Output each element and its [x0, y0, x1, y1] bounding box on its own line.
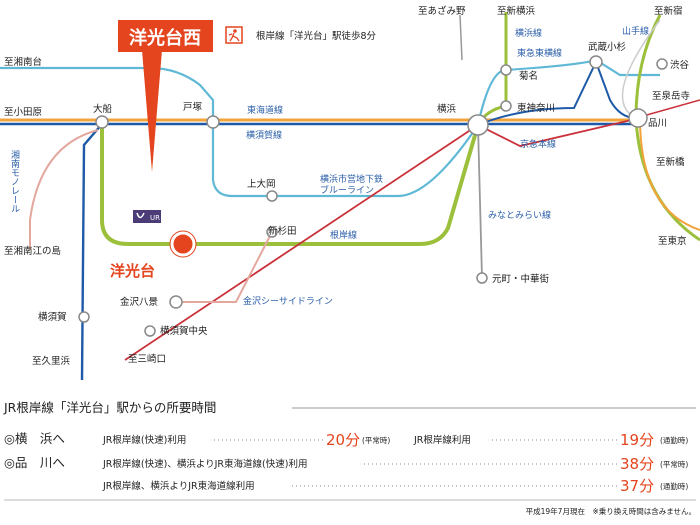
travel-min-1b: 19分: [620, 431, 654, 449]
svg-text:(通勤時): (通勤時): [660, 435, 688, 445]
station-musashi-kosugi: 武蔵小杉: [588, 41, 627, 53]
station-yokosuka: 横須賀: [38, 311, 67, 323]
svg-text:(通勤時): (通勤時): [660, 481, 688, 491]
travel-min-3: 37分: [620, 477, 654, 495]
travel-min-2: 38分: [620, 455, 654, 473]
travel-desc-1: JR根岸線(快速)利用: [102, 434, 186, 446]
line-blueline: [211, 124, 479, 198]
line-label-monorail: 湘南モノレール: [9, 149, 20, 213]
station-ofuna: 大船: [93, 103, 113, 115]
station-motomachi: 元町・中華街: [492, 273, 550, 285]
station-kikuna: 菊名: [519, 70, 538, 82]
title-station: 洋光台西: [129, 27, 201, 49]
walk-note: 根岸線「洋光台」駅徒歩8分: [256, 30, 377, 42]
dest-enoshima: 至湘南江の島: [4, 245, 61, 257]
station-yokodai-marker: [170, 231, 196, 257]
ur-logo: [133, 210, 161, 223]
svg-text:(平常時): (平常時): [362, 436, 390, 445]
dest-azamino: 至あざみ野: [418, 5, 466, 17]
line-negishi: [100, 124, 480, 246]
line-seaside: [176, 231, 273, 303]
travel-desc-2: JR根岸線(快速)、横浜よりJR東海道線(快速)利用: [102, 458, 307, 470]
line-yamanote: [634, 14, 700, 242]
dest-shinbashi: 至新橋: [656, 156, 685, 168]
dest-sengakuji: 至泉岳寺: [652, 90, 691, 102]
station-shibuya: 渋谷: [670, 59, 690, 71]
station-yokodai-label: 洋光台: [110, 262, 155, 280]
travel-desc-3: JR根岸線、横浜よりJR東海道線利用: [102, 480, 255, 492]
dest-shinjuku: 至新宿: [654, 5, 683, 17]
walk-icon: [225, 26, 243, 44]
dest-misakiguchi: 至三崎口: [128, 353, 166, 365]
svg-text:UR: UR: [150, 214, 160, 222]
station-higashi-kanagawa: 東神奈川: [517, 102, 555, 114]
station-yokohama: 横浜: [437, 103, 457, 115]
dest-kurihama: 至久里浜: [32, 355, 71, 367]
line-label-minatomirai: みなとみらい線: [488, 209, 551, 221]
line-azamino: [459, 14, 463, 61]
line-label-blueline-1: 横浜市営地下鉄: [320, 173, 383, 185]
station-shinagawa: 品川: [648, 118, 667, 129]
line-label-tokaido: 東海道線: [247, 104, 283, 116]
line-monorail: [29, 129, 99, 250]
dest-odawara: 至小田原: [4, 107, 42, 118]
station-totsuka: 戸塚: [183, 102, 203, 113]
station-kamiooka: 上大岡: [247, 178, 276, 190]
travel-min-1: 20分: [326, 431, 360, 449]
travel-dest-shinagawa: ◎品 川へ: [4, 455, 65, 470]
line-label-yokohama: 横浜線: [515, 27, 542, 39]
dest-shonandai: 至湘南台: [4, 56, 42, 68]
station-dots: [78, 55, 668, 337]
line-yokosuka-south: [80, 123, 103, 381]
line-kosugi: [477, 59, 637, 126]
svg-text:(平常時): (平常時): [660, 460, 688, 469]
footnote: 平成19年7月現在 ※乗り換え時間は含みません。: [526, 506, 696, 516]
line-label-blueline-2: ブルーライン: [320, 184, 374, 196]
line-keikyu: [124, 117, 641, 361]
line-shinjuku: [621, 19, 661, 119]
station-shinsugita: 新杉田: [268, 225, 297, 237]
line-minatomirai: [477, 124, 483, 279]
travel-dest-yokohama: ◎横 浜へ: [4, 431, 65, 446]
line-tokaido-north: [639, 117, 700, 231]
travel-desc-1b: JR根岸線利用: [413, 434, 471, 446]
line-label-negishi: 根岸線: [330, 229, 357, 241]
travel-heading: JR根岸線「洋光台」駅からの所要時間: [3, 400, 216, 415]
station-kanazawa-hakkei: 金沢八景: [120, 296, 158, 308]
dest-shin-yokohama: 至新横浜: [497, 5, 536, 17]
line-label-yokosuka: 横須賀線: [246, 129, 282, 141]
title-box: [118, 20, 213, 52]
pointer: [142, 50, 162, 172]
station-yokosuka-chuo: 横須賀中央: [160, 325, 208, 337]
line-label-yamanote: 山手線: [622, 25, 649, 37]
line-label-seaside: 金沢シーサイドライン: [243, 295, 333, 307]
dest-tokyo: 至東京: [658, 235, 687, 247]
line-label-keikyu: 京急本線: [520, 138, 556, 150]
line-label-toyoko: 東急東横線: [517, 47, 562, 59]
